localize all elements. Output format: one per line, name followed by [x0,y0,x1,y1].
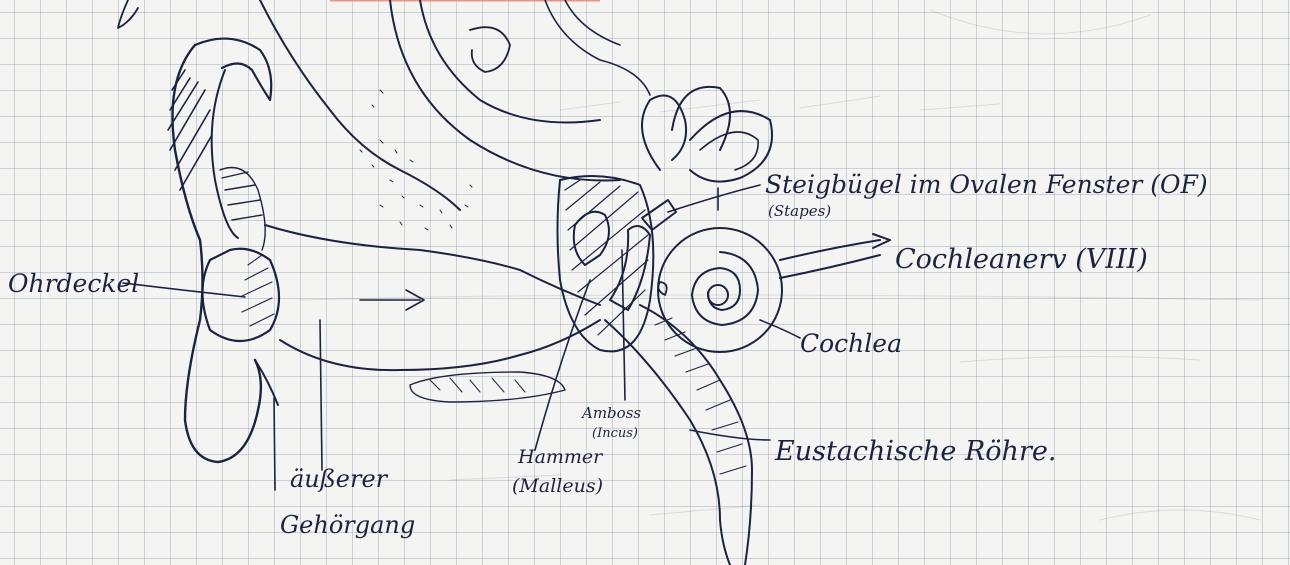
label-eustachische-roehre: Eustachische Röhre. [774,436,1056,467]
label-steigbuegel: Steigbügel im Ovalen Fenster (OF) [765,170,1208,199]
label-amboss-latin: (Incus) [592,426,638,441]
label-ohrdeckel: Ohrdeckel [8,269,139,298]
auricle [168,39,279,462]
heading-remnant [118,0,138,28]
label-cochleanerv: Cochleanerv (VIII) [895,244,1148,275]
ear-canal [265,225,600,402]
label-hammer: Hammer [517,446,604,468]
skull-structures [260,0,650,230]
inner-ear [642,87,890,352]
middle-ear [558,176,753,565]
label-gehoergang-line2: Gehörgang [280,511,415,539]
label-steigbuegel-latin: (Stapes) [768,202,831,220]
label-gehoergang-line1: äußerer [290,465,389,493]
label-cochlea: Cochlea [800,329,902,358]
label-hammer-latin: (Malleus) [512,475,603,497]
label-amboss: Amboss [580,404,641,422]
